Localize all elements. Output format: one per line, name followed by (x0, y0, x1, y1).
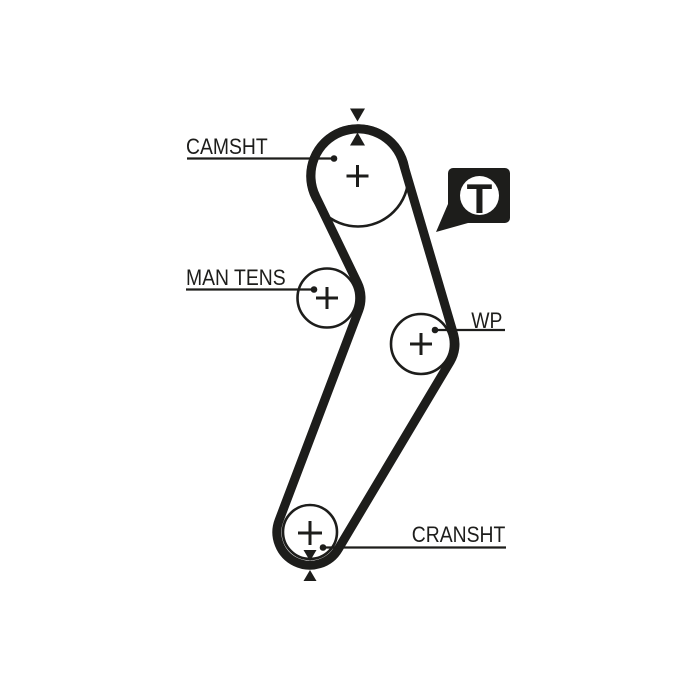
camshaft-leader-dot (330, 155, 338, 162)
water-pump-leader-dot (431, 326, 439, 334)
tensioner-pulley-circle (296, 267, 358, 329)
crankshaft-alignment-arrow-up-icon (303, 570, 317, 581)
camshaft-alignment-arrow-up-icon (350, 132, 365, 146)
camshaft-alignment-arrow-down-icon (350, 108, 365, 122)
timing-mark-badge-icon: T (436, 168, 510, 232)
tensioner-label: MAN TENS (186, 265, 286, 290)
timing-mark-badge-letter: T (467, 175, 493, 222)
timing-belt (272, 124, 460, 570)
tensioner-center-cross (316, 287, 338, 309)
camshaft-label: CAMSHT (186, 134, 268, 159)
tensioner-leader-dot (310, 286, 318, 293)
crankshaft-alignment-arrow-down-icon (303, 550, 317, 561)
water-pump-center-cross (410, 333, 432, 355)
crankshaft-leader-dot (319, 544, 327, 551)
water-pump-label: WP (470, 308, 502, 333)
timing-mark-badge-circle (460, 176, 499, 215)
camshaft-center-cross (346, 165, 369, 187)
crankshaft-label: CRANSHT (411, 522, 505, 547)
crankshaft-center-cross (298, 521, 322, 545)
